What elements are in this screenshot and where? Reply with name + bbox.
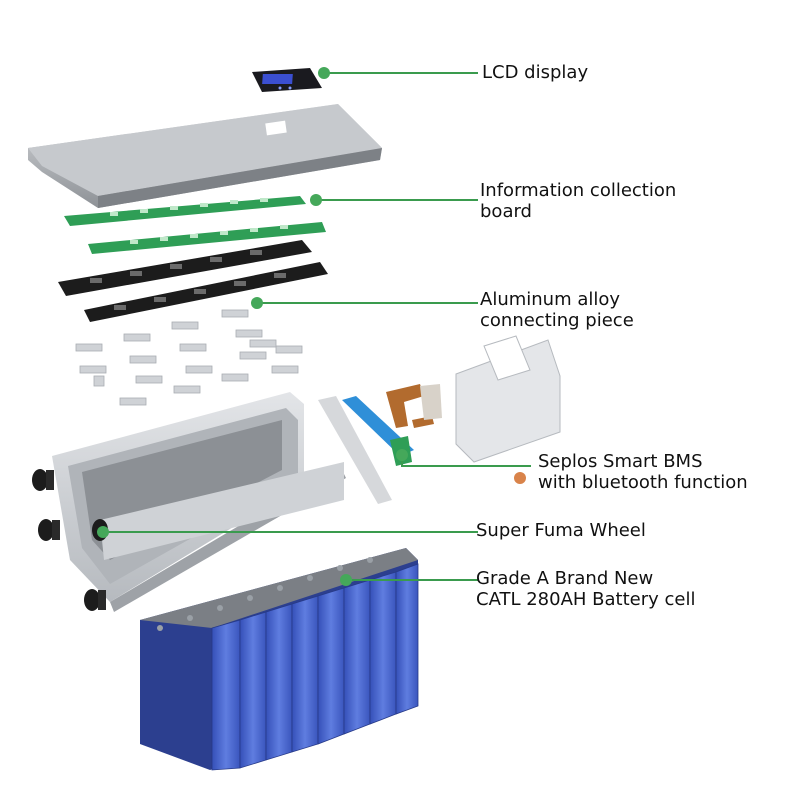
label-line: Grade A Brand New bbox=[476, 568, 654, 589]
label-line: board bbox=[480, 201, 532, 222]
label-line: Information collection bbox=[480, 180, 677, 201]
label-line: Aluminum alloy bbox=[480, 289, 621, 310]
bms-assembly bbox=[318, 384, 526, 504]
label-aluminum-connecting-piece: Aluminum alloy connecting piece bbox=[480, 289, 634, 331]
board-dot bbox=[310, 194, 322, 206]
aluminum-dot bbox=[251, 297, 263, 309]
label-line: CATL 280AH Battery cell bbox=[476, 589, 696, 610]
label-lcd-display: LCD display bbox=[482, 62, 588, 83]
label-seplos-smart-bms: Seplos Smart BMS with bluetooth function bbox=[538, 451, 748, 493]
lcd-display bbox=[252, 68, 322, 92]
top-cover bbox=[28, 104, 382, 208]
aluminum-connecting-pieces bbox=[75, 309, 303, 406]
cell-dot bbox=[340, 574, 352, 586]
bms-bracket bbox=[455, 335, 561, 463]
wheel-dot bbox=[97, 526, 109, 538]
label-line: with bluetooth function bbox=[538, 472, 748, 493]
leader-dots bbox=[97, 67, 408, 586]
label-super-fuma-wheel: Super Fuma Wheel bbox=[476, 520, 646, 541]
lcd-dot bbox=[318, 67, 330, 79]
bms-dot bbox=[396, 449, 408, 461]
battery-cells bbox=[140, 548, 419, 771]
label-line: Seplos Smart BMS bbox=[538, 451, 703, 472]
information-collection-board bbox=[64, 196, 326, 254]
cell-bracket bbox=[58, 240, 328, 322]
label-line: Super Fuma Wheel bbox=[476, 520, 646, 541]
label-line: LCD display bbox=[482, 62, 589, 83]
label-battery-cell: Grade A Brand New CATL 280AH Battery cel… bbox=[476, 568, 695, 610]
label-information-collection-board: Information collection board bbox=[480, 180, 676, 222]
label-line: connecting piece bbox=[480, 310, 634, 331]
enclosure-box bbox=[52, 392, 346, 612]
